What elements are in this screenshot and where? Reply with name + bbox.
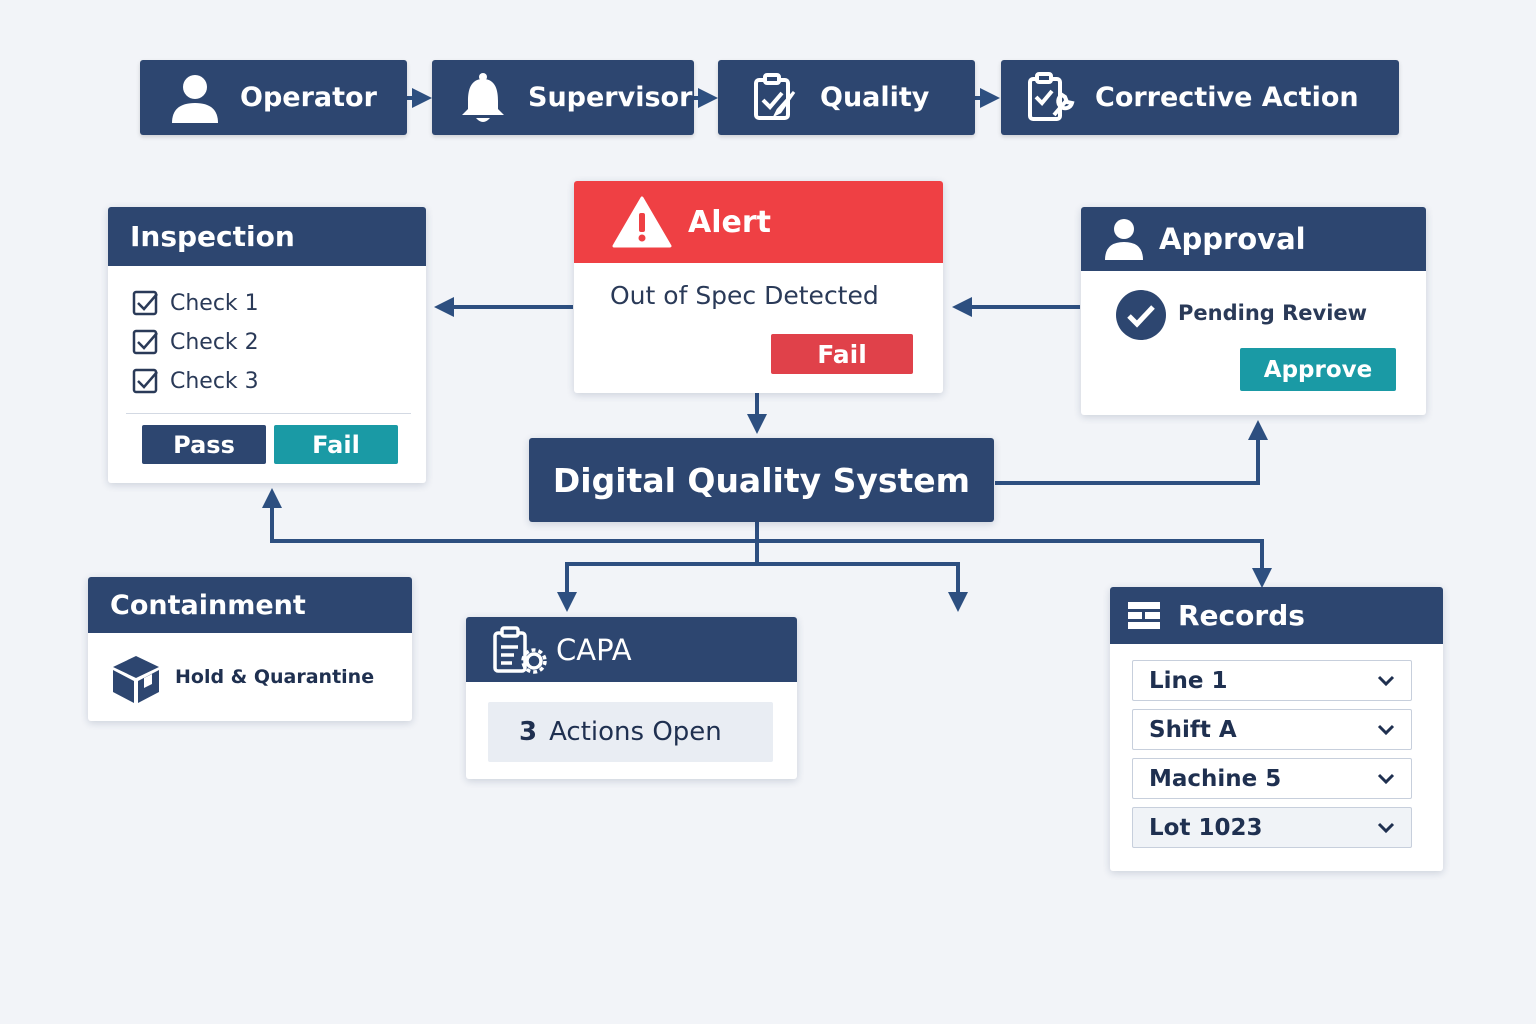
warning-icon bbox=[612, 196, 672, 248]
approval-header: Approval bbox=[1081, 207, 1426, 271]
alert-title: Alert bbox=[688, 204, 771, 240]
pass-button[interactable]: Pass bbox=[142, 425, 266, 464]
box-icon bbox=[113, 656, 159, 703]
capa-count: 3 bbox=[519, 717, 538, 747]
role-label: Operator bbox=[240, 82, 377, 113]
bell-icon bbox=[448, 60, 518, 135]
select-value: Line 1 bbox=[1149, 667, 1228, 694]
select-value: Shift A bbox=[1149, 716, 1237, 743]
check-item[interactable]: Check 2 bbox=[132, 328, 259, 356]
containment-card: Containment Hold & Quarantine bbox=[88, 577, 412, 721]
alert-header: Alert bbox=[574, 181, 943, 263]
alert-message: Out of Spec Detected bbox=[610, 281, 879, 310]
chevron-down-icon bbox=[1377, 822, 1395, 833]
inspection-header: Inspection bbox=[108, 207, 426, 266]
role-label: Quality bbox=[820, 82, 930, 113]
role-quality[interactable]: Quality bbox=[718, 60, 975, 135]
role-label: Corrective Action bbox=[1095, 82, 1359, 113]
select-value: Lot 1023 bbox=[1149, 814, 1263, 841]
digital-quality-system[interactable]: Digital Quality System bbox=[529, 438, 994, 522]
approval-title: Approval bbox=[1159, 222, 1306, 256]
records-select-machine[interactable]: Machine 5 bbox=[1132, 758, 1412, 799]
containment-title: Containment bbox=[110, 589, 306, 621]
capa-status-box[interactable]: 3 Actions Open bbox=[488, 702, 773, 762]
containment-item: Hold & Quarantine bbox=[175, 666, 375, 688]
fail-button[interactable]: Fail bbox=[274, 425, 398, 464]
system-title: Digital Quality System bbox=[552, 460, 971, 500]
user-icon bbox=[160, 60, 230, 135]
capa-title: CAPA bbox=[556, 632, 632, 667]
role-label: Supervisor bbox=[528, 82, 693, 113]
clipboard-gear-icon bbox=[493, 625, 547, 674]
records-select-lot[interactable]: Lot 1023 bbox=[1132, 807, 1412, 848]
role-supervisor[interactable]: Supervisor bbox=[432, 60, 694, 135]
capa-header: CAPA bbox=[466, 617, 797, 682]
check-item[interactable]: Check 3 bbox=[132, 367, 259, 395]
select-value: Machine 5 bbox=[1149, 765, 1282, 792]
check-label: Check 2 bbox=[170, 329, 259, 355]
check-label: Check 1 bbox=[170, 290, 259, 316]
checkbox-checked-icon bbox=[132, 329, 158, 355]
user-icon bbox=[1105, 219, 1143, 260]
wrench-clipboard-icon bbox=[1015, 60, 1085, 135]
inspection-title: Inspection bbox=[130, 220, 295, 253]
chevron-down-icon bbox=[1377, 675, 1395, 686]
role-corrective-action[interactable]: Corrective Action bbox=[1001, 60, 1399, 135]
records-header: Records bbox=[1110, 587, 1443, 644]
alert-fail-button[interactable]: Fail bbox=[771, 334, 913, 374]
capa-card: CAPA 3 Actions Open bbox=[466, 617, 797, 779]
approve-button[interactable]: Approve bbox=[1240, 348, 1396, 391]
inspection-card: Inspection Check 1 Check 2 Check 3 Pass … bbox=[108, 207, 426, 483]
clipboard-check-icon bbox=[740, 60, 810, 135]
check-circle-icon bbox=[1116, 290, 1166, 340]
alert-card: Alert Out of Spec Detected Fail bbox=[574, 181, 943, 393]
check-item[interactable]: Check 1 bbox=[132, 289, 259, 317]
chevron-down-icon bbox=[1377, 724, 1395, 735]
approval-status: Pending Review bbox=[1178, 301, 1368, 325]
checkbox-checked-icon bbox=[132, 290, 158, 316]
chevron-down-icon bbox=[1377, 773, 1395, 784]
role-operator[interactable]: Operator bbox=[140, 60, 407, 135]
divider bbox=[126, 413, 411, 414]
records-select-line[interactable]: Line 1 bbox=[1132, 660, 1412, 701]
approval-card: Approval Pending Review Approve bbox=[1081, 207, 1426, 415]
checkbox-checked-icon bbox=[132, 368, 158, 394]
capa-status: Actions Open bbox=[549, 717, 722, 747]
records-title: Records bbox=[1178, 599, 1305, 632]
records-list-icon bbox=[1128, 601, 1160, 629]
check-label: Check 3 bbox=[170, 368, 259, 394]
records-select-shift[interactable]: Shift A bbox=[1132, 709, 1412, 750]
containment-header: Containment bbox=[88, 577, 412, 633]
records-card: Records Line 1 Shift A Machine 5 Lot 102… bbox=[1110, 587, 1443, 871]
